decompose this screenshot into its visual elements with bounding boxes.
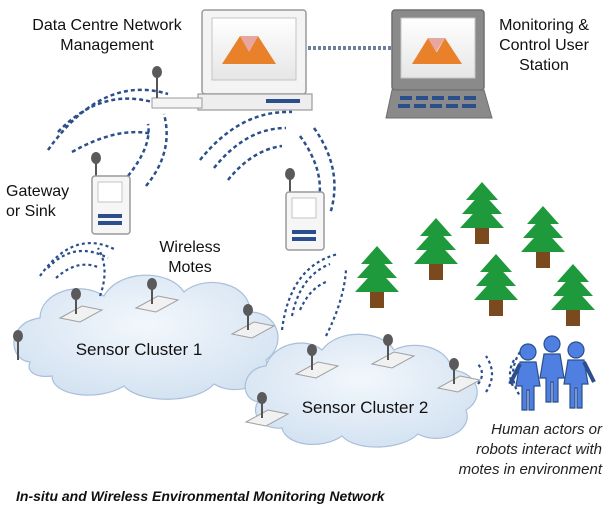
human-label-line: motes in environment [458,461,602,478]
sensor-cluster-2-cloud [244,333,478,448]
monitoring-label-line: Station [519,57,569,74]
forest [355,182,595,326]
desktop-computer-icon [151,9,313,111]
person-icon [563,341,596,409]
person-icon [539,335,565,403]
mote-icon [436,358,482,393]
data-centre-label-line: Data Centre Network [32,17,182,34]
tree-icon [414,218,458,280]
gateway-label-line: Gateway [6,183,70,200]
tree-icon [521,206,565,268]
monitoring-label-line: Monitoring & [499,17,589,34]
tree-icon [551,264,595,326]
diagram-caption: In-situ and Wireless Environmental Monit… [16,488,385,504]
mote-icon [370,334,416,369]
sensor-cluster-2-label: Sensor Cluster 2 [301,398,429,417]
tree-icon [460,182,504,244]
gateway-sink-icon [285,168,325,251]
gateway-label-line: or Sink [6,203,56,220]
signal-wave-icon [280,252,348,337]
data-centre-label-line: Management [60,37,154,54]
workstation-icon [385,9,493,119]
mote-icon [134,278,180,313]
gateway-label: Gateway or Sink [6,182,86,222]
motes-label-line: Wireless [159,239,221,256]
sensor-cluster-1-label: Sensor Cluster 1 [75,340,203,359]
wireless-motes-label: Wireless Motes [150,238,230,278]
mote-icon [230,304,276,339]
tree-icon [355,246,399,308]
mote-icon [58,288,104,323]
monitoring-label-line: Control User [499,37,589,54]
data-centre-label: Data Centre Network Management [22,16,192,56]
signal-wave-icon [39,242,117,297]
tree-icon [474,254,518,316]
gateway-sink-icon [91,152,131,235]
mote-icon [294,344,340,379]
signal-wave-icon [46,88,169,187]
human-actors-label: Human actors or robots interact with mot… [442,420,602,480]
mote-icon [244,392,290,427]
mote-icon [13,330,23,360]
signal-wave-icon [477,351,521,397]
human-label-line: Human actors or [491,421,602,438]
monitoring-station-label: Monitoring & Control User Station [486,16,602,76]
person-icon [508,343,541,411]
sensor-cluster-1-cloud [13,274,279,400]
motes-label-line: Motes [168,259,212,276]
human-label-line: robots interact with [476,441,602,458]
